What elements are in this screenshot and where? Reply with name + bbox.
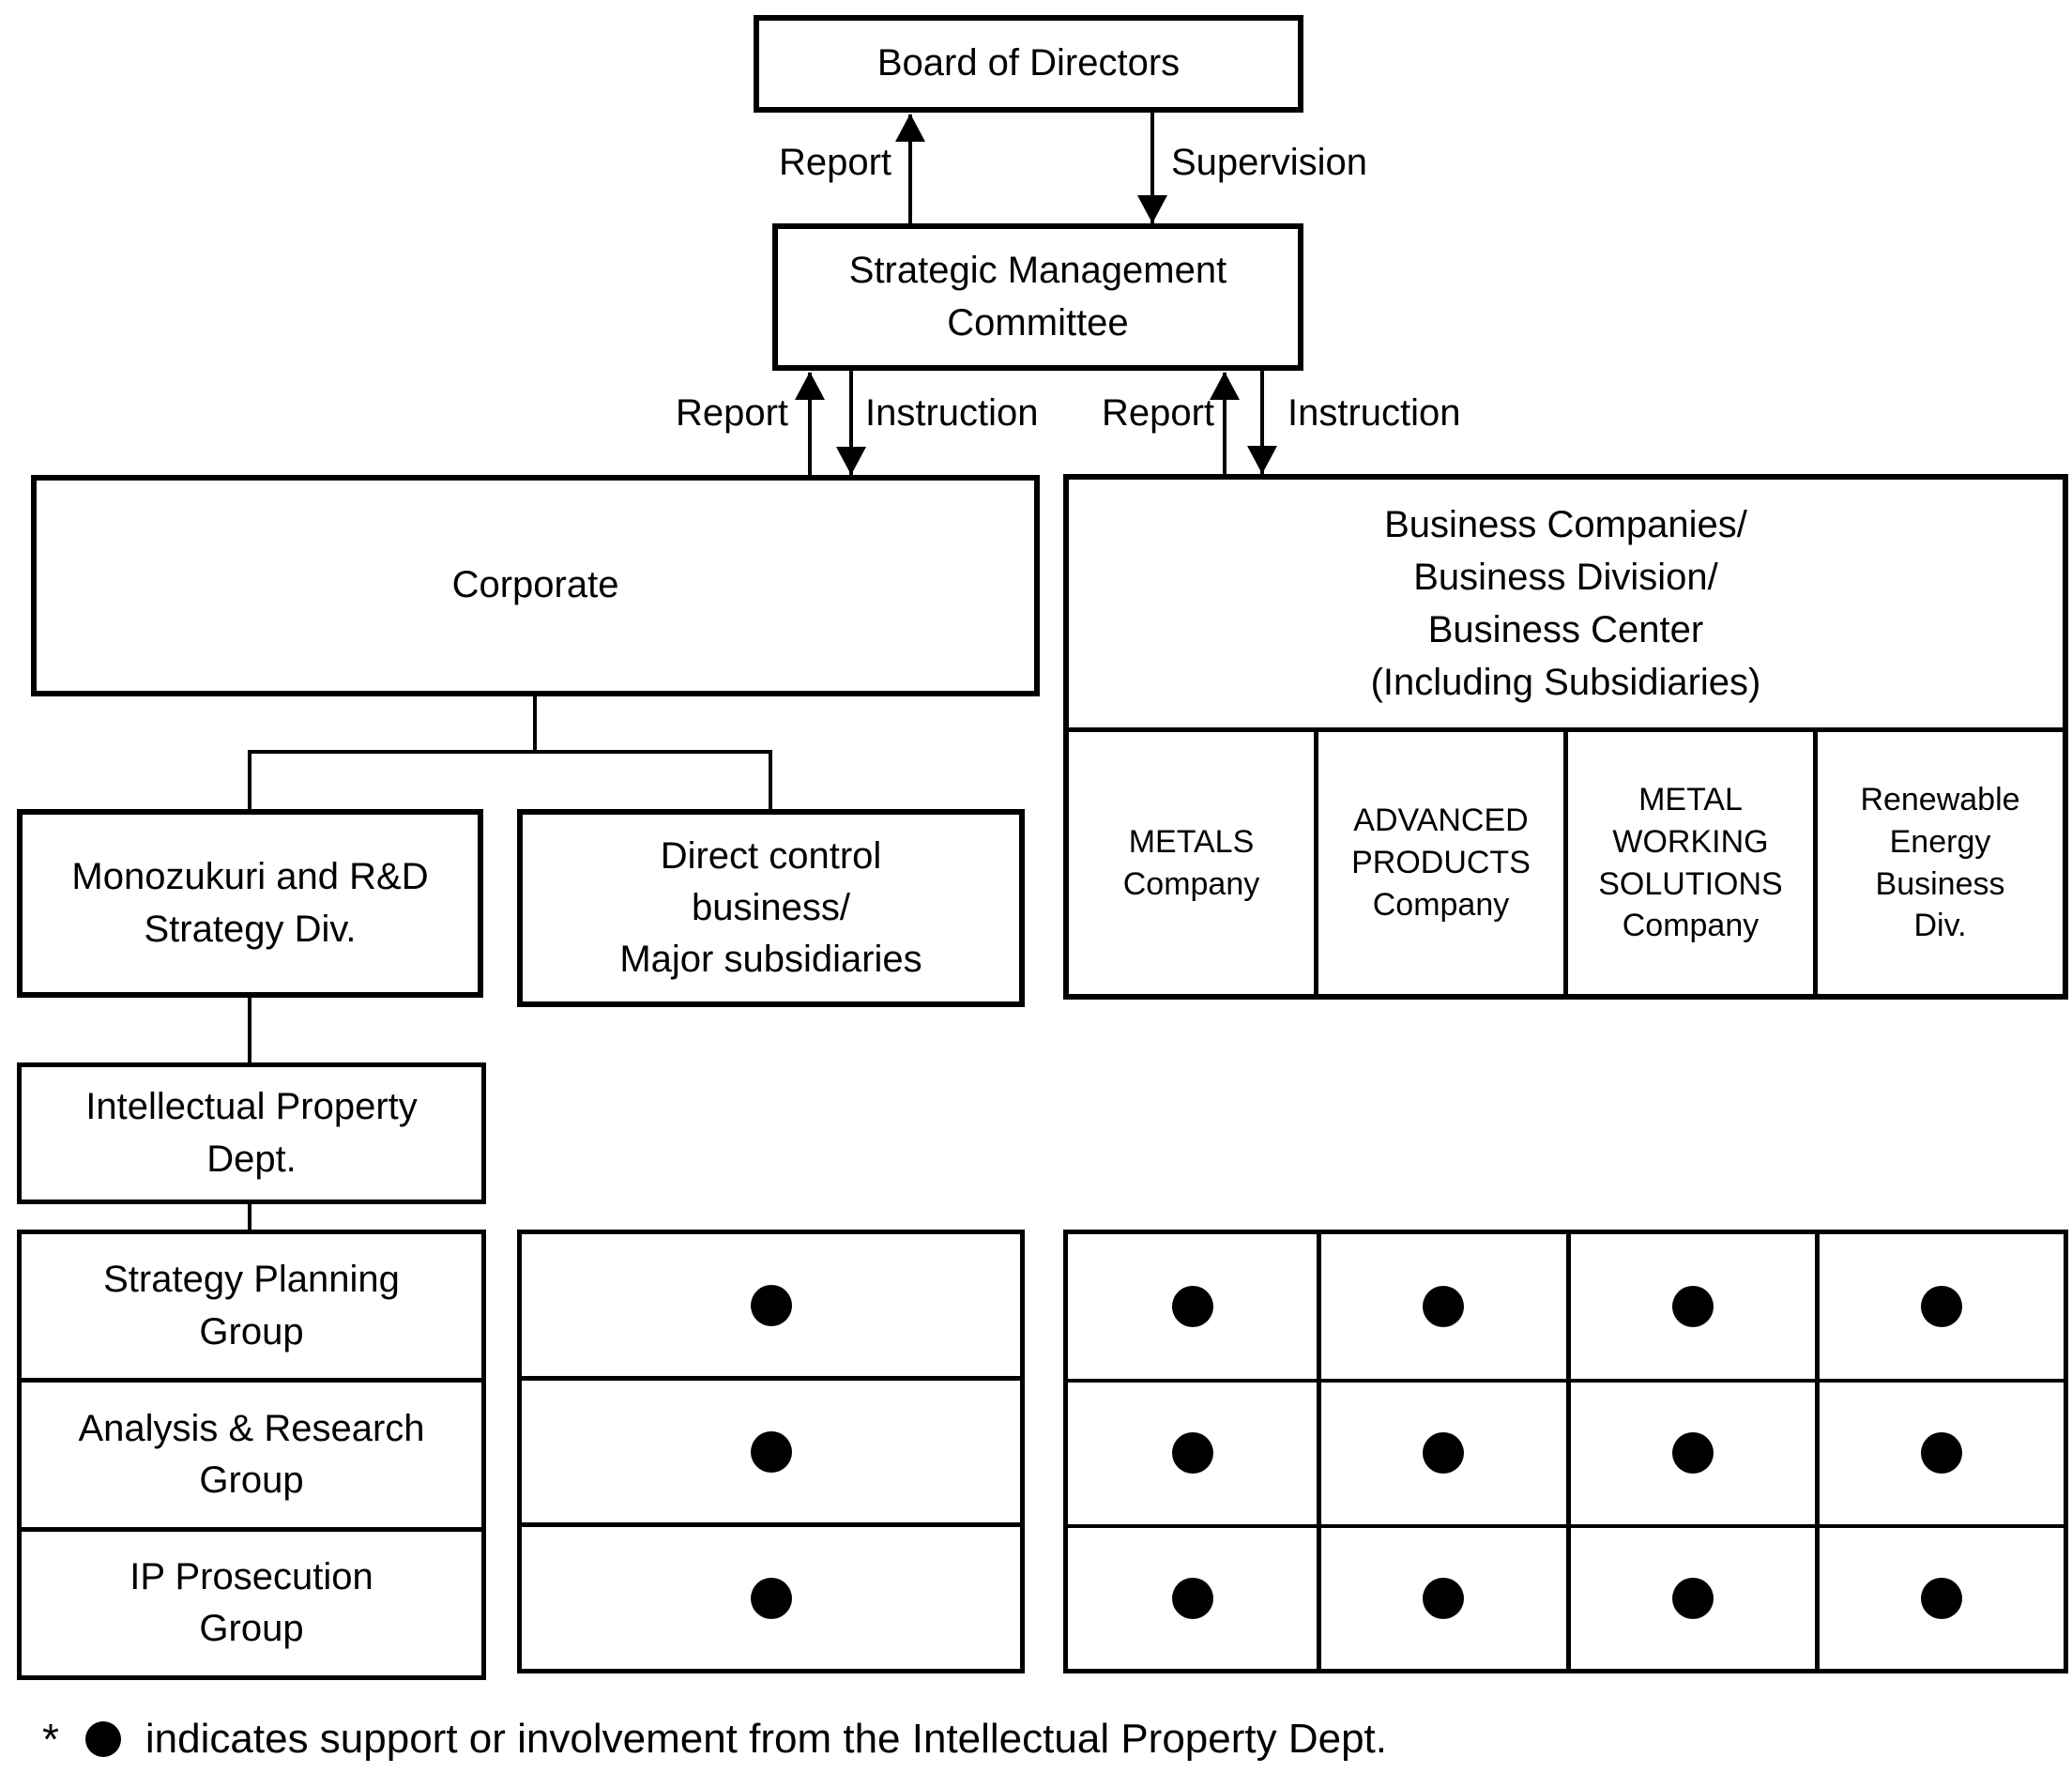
report-label-left: Report xyxy=(675,392,788,434)
support-dot-icon xyxy=(1671,1432,1714,1475)
monozukuri-drop-line xyxy=(248,752,251,809)
support-cell xyxy=(522,1522,1020,1669)
support-cell xyxy=(1814,1234,2064,1380)
arrow-down-icon xyxy=(1247,446,1277,474)
footnote-asterisk: * xyxy=(42,1715,59,1764)
company-cell-advanced-products: ADVANCED PRODUCTS Company xyxy=(1314,732,1563,994)
corporate-box: Corporate xyxy=(31,475,1040,696)
arrow-down-icon xyxy=(836,447,866,475)
support-dot-icon xyxy=(1671,1286,1714,1328)
support-cell xyxy=(1565,1234,1815,1380)
support-dot-icon xyxy=(1671,1577,1714,1619)
support-cell xyxy=(1565,1523,1815,1669)
corporate-tee-line xyxy=(248,750,772,754)
support-dot-icon xyxy=(1171,1286,1213,1328)
report-label-right: Report xyxy=(1101,392,1214,434)
business-support-matrix xyxy=(1063,1230,2068,1673)
supervision-label: Supervision xyxy=(1171,142,1368,183)
intellectual-property-dept-box: Intellectual Property Dept. xyxy=(17,1062,486,1204)
instruction-label-right: Instruction xyxy=(1287,392,1461,434)
footnote: * indicates support or involvement from … xyxy=(42,1714,1387,1765)
direct-control-business-box: Direct control business/ Major subsidiar… xyxy=(517,809,1025,1007)
corporate-label: Corporate xyxy=(451,564,619,606)
corporate-drop-line xyxy=(533,696,537,752)
direct-control-business-label: Direct control business/ Major subsidiar… xyxy=(619,834,922,981)
intellectual-property-dept-label: Intellectual Property Dept. xyxy=(85,1086,418,1180)
group-row-strategy-planning: Strategy Planning Group xyxy=(103,1259,400,1352)
company-cell-metals: METALS Company xyxy=(1122,823,1260,902)
monozukuri-rd-strategy-label: Monozukuri and R&D Strategy Div. xyxy=(71,856,429,950)
business-companies-row: METALS Company ADVANCED PRODUCTS Company… xyxy=(1069,727,2063,994)
support-dot-icon xyxy=(750,1430,792,1473)
company-cell-renewable-energy: Renewable Energy Business Div. xyxy=(1813,732,2063,994)
support-dot-icon xyxy=(1920,1432,1962,1475)
support-dot-icon xyxy=(1920,1577,1962,1619)
footnote-dot-icon xyxy=(84,1721,121,1757)
direct-control-drop-line xyxy=(769,752,772,809)
support-dot-icon xyxy=(750,1577,792,1619)
instruction-line-left xyxy=(849,371,853,475)
strategic-management-committee-box: Strategic Management Committee xyxy=(772,223,1303,371)
report-line-right xyxy=(1223,373,1226,474)
company-cell-metal-working-solutions: METAL WORKING SOLUTIONS Company xyxy=(1563,732,1813,994)
arrow-up-icon xyxy=(1210,372,1240,400)
arrow-up-icon xyxy=(795,372,825,400)
monozukuri-rd-strategy-box: Monozukuri and R&D Strategy Div. xyxy=(17,809,483,998)
support-cell xyxy=(1814,1523,2064,1669)
support-cell xyxy=(522,1234,1020,1376)
support-cell xyxy=(1317,1234,1565,1380)
support-dot-icon xyxy=(1171,1432,1213,1475)
support-dot-icon xyxy=(750,1284,792,1326)
strategic-management-committee-label: Strategic Management Committee xyxy=(848,250,1227,344)
support-dot-icon xyxy=(1171,1577,1213,1619)
support-cell xyxy=(1068,1234,1317,1379)
board-of-directors-label: Board of Directors xyxy=(876,42,1181,84)
arrow-up-icon xyxy=(895,114,925,142)
instruction-label-left: Instruction xyxy=(865,392,1039,434)
support-cell xyxy=(1565,1379,1815,1524)
board-of-directors-box: Board of Directors xyxy=(754,15,1303,113)
support-dot-icon xyxy=(1423,1432,1465,1475)
monozukuri-ipdept-line xyxy=(248,997,251,1062)
instruction-line-right xyxy=(1260,371,1264,474)
support-cell xyxy=(522,1376,1020,1522)
ipdept-groups-line xyxy=(248,1203,251,1230)
support-cell xyxy=(1068,1523,1318,1669)
supervision-line xyxy=(1150,113,1154,223)
support-dot-icon xyxy=(1423,1286,1465,1328)
support-dot-icon xyxy=(1920,1286,1962,1328)
report-label-top: Report xyxy=(778,142,891,183)
support-dot-icon xyxy=(1423,1577,1465,1619)
support-cell xyxy=(1317,1523,1566,1669)
group-row-analysis-research: Analysis & Research Group xyxy=(22,1378,481,1526)
support-cell xyxy=(1068,1379,1318,1523)
direct-control-support-column xyxy=(517,1230,1025,1673)
ip-groups-stack: Strategy Planning Group Analysis & Resea… xyxy=(17,1230,486,1680)
report-line-left xyxy=(808,373,812,475)
group-row-ip-prosecution: IP Prosecution Group xyxy=(22,1526,481,1675)
arrow-down-icon xyxy=(1137,195,1167,223)
support-cell xyxy=(1317,1379,1566,1524)
business-companies-box: Business Companies/ Business Division/ B… xyxy=(1063,474,2068,1000)
support-cell xyxy=(1814,1379,2064,1524)
business-companies-title: Business Companies/ Business Division/ B… xyxy=(1370,504,1761,703)
report-line-top xyxy=(908,115,912,223)
footnote-text: indicates support or involvement from th… xyxy=(145,1716,1387,1762)
